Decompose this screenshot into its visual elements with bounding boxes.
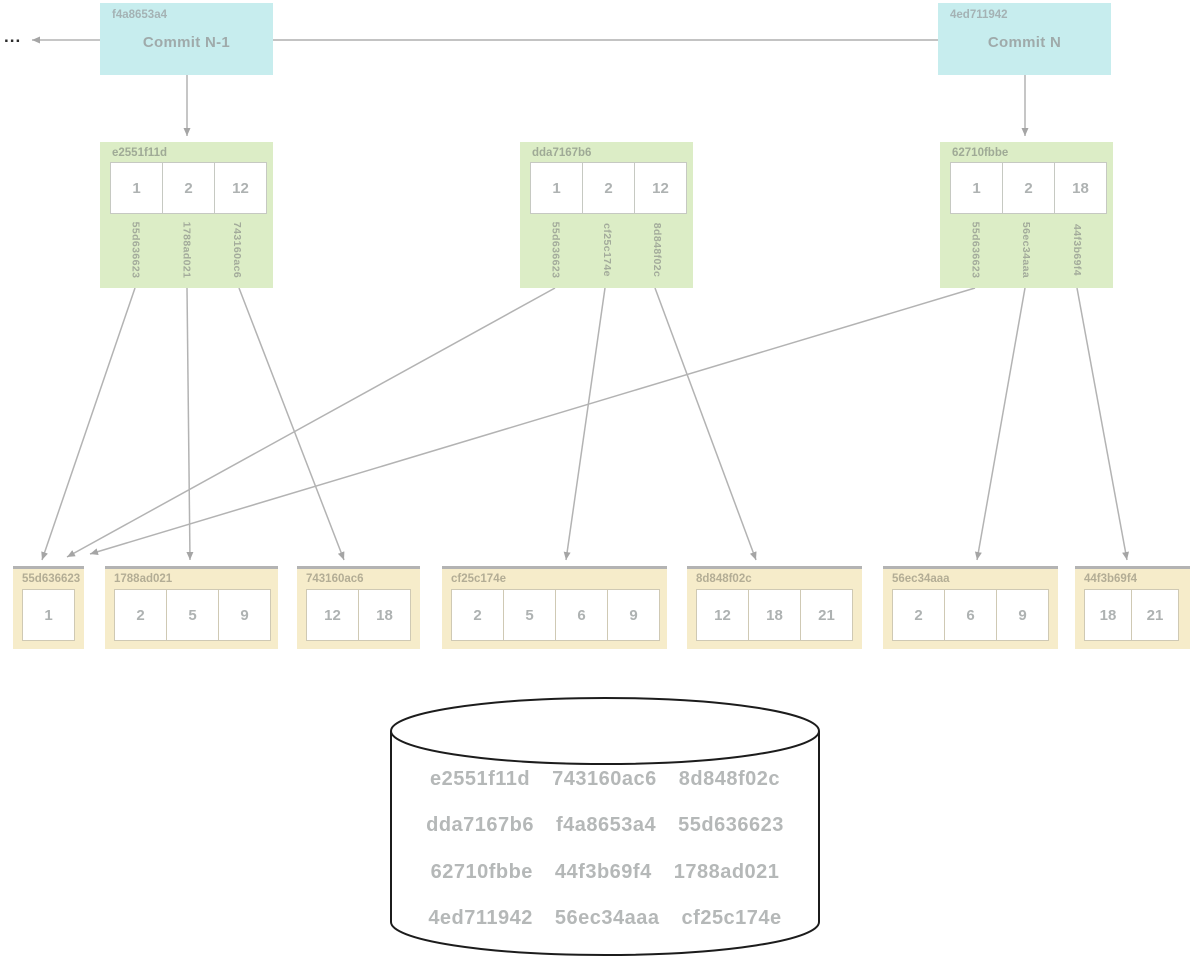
tree-child-hash: 55d636623 bbox=[549, 221, 562, 279]
bucket-value-cell: 9 bbox=[607, 589, 660, 641]
tree-key-cell: 12 bbox=[634, 162, 687, 214]
bucket-value-cell: 5 bbox=[503, 589, 556, 641]
tree-hash-label: e2551f11d bbox=[112, 147, 167, 159]
tree-child-hash: cf25c174e bbox=[600, 223, 613, 277]
bucket-hash-label: cf25c174e bbox=[451, 573, 506, 585]
tree-child-hash: 743160ac6 bbox=[231, 221, 244, 279]
bucket-value-cell: 18 bbox=[748, 589, 801, 641]
tree-hash-label: dda7167b6 bbox=[532, 147, 592, 159]
tree-key-cell: 12 bbox=[214, 162, 267, 214]
tree-key-cell: 2 bbox=[582, 162, 635, 214]
tree-key-cell: 1 bbox=[530, 162, 583, 214]
db-hash: 55d636623 bbox=[678, 814, 784, 836]
bucket-value-cell: 21 bbox=[800, 589, 853, 641]
db-hash-row: e2551f11d 743160ac6 8d848f02c bbox=[390, 768, 820, 794]
bucket-value-cell: 12 bbox=[306, 589, 359, 641]
bucket-value-cell: 21 bbox=[1131, 589, 1179, 641]
bucket-value-cell: 2 bbox=[451, 589, 504, 641]
bucket-hash-label: 56ec34aaa bbox=[892, 573, 950, 585]
db-hash-row: dda7167b6 f4a8653a4 55d636623 bbox=[390, 814, 820, 840]
arrow-tree3-col2 bbox=[974, 287, 1026, 561]
tree-box-2: dda7167b6 1 2 12 55d636623 cf25c174e 8d8… bbox=[520, 142, 693, 288]
tree-key-cell: 1 bbox=[950, 162, 1003, 214]
arrow-tree2-col3 bbox=[654, 287, 757, 561]
bucket-hash-label: 743160ac6 bbox=[306, 573, 364, 585]
tree-child-hash: 55d636623 bbox=[129, 221, 142, 279]
db-hash: 44f3b69f4 bbox=[554, 861, 652, 883]
bucket-hash-label: 1788ad021 bbox=[114, 573, 173, 585]
arrow-tree2-col2 bbox=[563, 287, 606, 561]
bucket-box-1: 55d636623 1 bbox=[13, 566, 84, 649]
commit-hash-label: 4ed711942 bbox=[950, 9, 1008, 21]
commit-n1-box: f4a8653a4 Commit N-1 bbox=[100, 3, 273, 75]
db-hash: f4a8653a4 bbox=[556, 814, 657, 836]
db-hash: dda7167b6 bbox=[426, 814, 535, 836]
tree-key-cell: 2 bbox=[162, 162, 215, 214]
tree-child-hash: 8d848f02c bbox=[651, 222, 664, 278]
bucket-box-5: 8d848f02c 12 18 21 bbox=[687, 566, 862, 649]
bucket-value-cell: 9 bbox=[218, 589, 271, 641]
tree-child-hash: 1788ad021 bbox=[180, 221, 193, 279]
db-hash: 56ec34aaa bbox=[554, 907, 660, 929]
commit-hash-label: f4a8653a4 bbox=[112, 9, 167, 21]
bucket-box-4: cf25c174e 2 5 6 9 bbox=[442, 566, 667, 649]
commit-title: Commit N bbox=[987, 34, 1062, 51]
bucket-value-cell: 2 bbox=[892, 589, 945, 641]
bucket-value-cell: 6 bbox=[944, 589, 997, 641]
tree-child-hash: 44f3b69f4 bbox=[1071, 223, 1084, 277]
db-hash: e2551f11d bbox=[430, 768, 531, 790]
db-hash: cf25c174e bbox=[681, 907, 782, 929]
bucket-hash-label: 44f3b69f4 bbox=[1084, 573, 1138, 585]
db-hash: 1788ad021 bbox=[673, 861, 780, 883]
db-hash: 62710fbbe bbox=[430, 861, 533, 883]
db-hash-row: 4ed711942 56ec34aaa cf25c174e bbox=[390, 907, 820, 933]
commit-n-box: 4ed711942 Commit N bbox=[938, 3, 1111, 75]
arrow-tree1-col1 bbox=[41, 287, 136, 561]
db-hash: 4ed711942 bbox=[428, 907, 533, 929]
tree-key-cell: 1 bbox=[110, 162, 163, 214]
bucket-hash-label: 55d636623 bbox=[22, 573, 81, 585]
arrow-tree1-col3 bbox=[238, 287, 345, 561]
tree-key-cell: 2 bbox=[1002, 162, 1055, 214]
bucket-value-cell: 6 bbox=[555, 589, 608, 641]
arrow-tree2-col1 bbox=[66, 287, 556, 558]
bucket-box-6: 56ec34aaa 2 6 9 bbox=[883, 566, 1058, 649]
bucket-value-cell: 18 bbox=[1084, 589, 1132, 641]
tree-box-3: 62710fbbe 1 2 18 55d636623 56ec34aaa 44f… bbox=[940, 142, 1113, 288]
older-commits-ellipsis: ... bbox=[4, 27, 22, 46]
tree-child-hash: 55d636623 bbox=[969, 221, 982, 279]
bucket-value-cell: 5 bbox=[166, 589, 219, 641]
db-hash: 8d848f02c bbox=[678, 768, 780, 790]
bucket-box-3: 743160ac6 12 18 bbox=[297, 566, 420, 649]
tree-hash-label: 62710fbbe bbox=[952, 147, 1009, 159]
bucket-box-2: 1788ad021 2 5 9 bbox=[105, 566, 278, 649]
bucket-value-cell: 9 bbox=[996, 589, 1049, 641]
bucket-box-7: 44f3b69f4 18 21 bbox=[1075, 566, 1190, 649]
bucket-value-cell: 1 bbox=[22, 589, 75, 641]
arrow-tree3-col3 bbox=[1076, 287, 1129, 561]
db-hash: 743160ac6 bbox=[552, 768, 657, 790]
commit-title: Commit N-1 bbox=[142, 34, 231, 51]
bucket-value-cell: 2 bbox=[114, 589, 167, 641]
arrow-tree3-col1 bbox=[89, 287, 976, 556]
bucket-value-cell: 18 bbox=[358, 589, 411, 641]
tree-child-hash: 56ec34aaa bbox=[1020, 221, 1033, 279]
tree-key-cell: 18 bbox=[1054, 162, 1107, 214]
bucket-hash-label: 8d848f02c bbox=[696, 573, 752, 585]
bucket-value-cell: 12 bbox=[696, 589, 749, 641]
db-hash-row: 62710fbbe 44f3b69f4 1788ad021 bbox=[390, 861, 820, 887]
tree-box-1: e2551f11d 1 2 12 55d636623 1788ad021 743… bbox=[100, 142, 273, 288]
arrow-tree1-col2 bbox=[186, 287, 194, 561]
